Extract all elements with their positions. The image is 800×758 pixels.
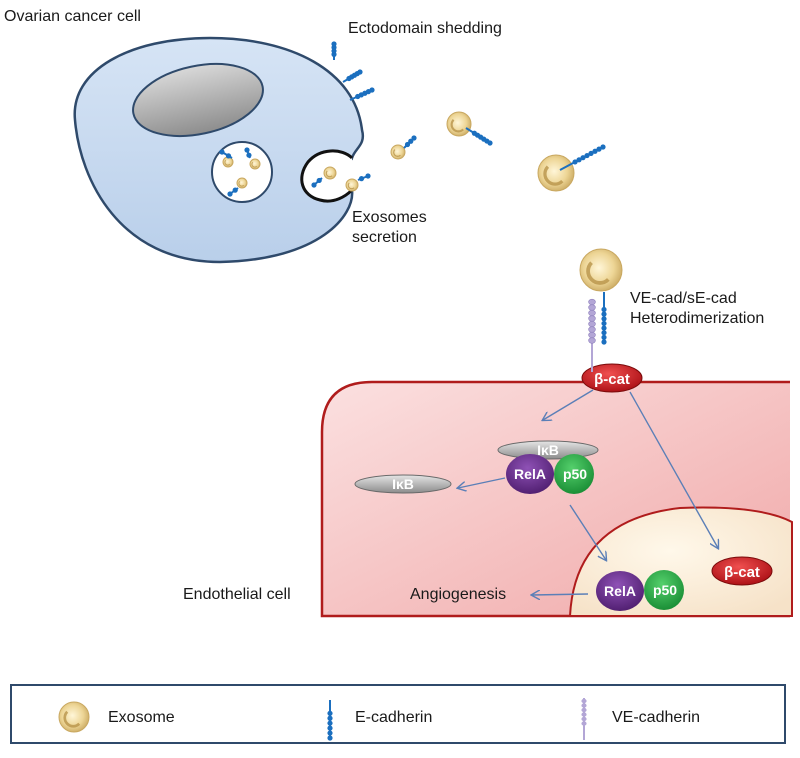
exosome-group <box>222 111 623 292</box>
ectodomain-shedding-label: Ectodomain shedding <box>348 20 502 37</box>
heterodimerization-label-1: VE-cad/sE-cad <box>630 290 737 307</box>
e-cadherin-on-exosome-medium <box>465 127 493 146</box>
e-cadherin-vesicle-2 <box>244 147 252 159</box>
e-cadherin-membrane-3 <box>349 87 375 101</box>
arrow-ikb-release <box>458 477 506 488</box>
e-cadherin-membrane-1 <box>331 41 337 60</box>
beta-cat-label-membrane: β-cat <box>594 371 630 388</box>
legend-icons <box>58 698 587 741</box>
ikb-label-complex: IκB <box>537 442 559 458</box>
exosomes-secretion-label-1: Exosomes <box>352 209 427 226</box>
p50-label-nucleus: p50 <box>653 582 677 598</box>
exosome-pocket-1 <box>323 166 337 180</box>
e-cadherin-pocket-2 <box>357 173 371 182</box>
pathway-arrows <box>458 389 718 595</box>
ovarian-cell-label: Ovarian cancer cell <box>4 8 141 25</box>
angiogenesis-label: Angiogenesis <box>410 586 507 603</box>
exosome-medium <box>446 111 472 137</box>
legend-ve-cadherin-icon <box>581 698 587 740</box>
e-cadherin-membrane-2 <box>342 69 363 83</box>
ikb-label-free: IκB <box>392 476 414 492</box>
rela-label-complex: RelA <box>514 466 546 482</box>
e-cadherin-on-exosome-small <box>403 135 417 149</box>
legend-exosome-label: Exosome <box>108 709 175 726</box>
p50-label-complex: p50 <box>563 466 587 482</box>
e-cadherin-pocket-1 <box>311 177 323 188</box>
exosome-small <box>390 144 406 160</box>
exosome-pocket-2 <box>345 178 359 192</box>
arrow-nfkb-to-nucleus <box>569 504 606 560</box>
exosome-vesicle-3 <box>236 177 248 189</box>
beta-cat-nucleus: β-cat <box>711 556 773 586</box>
ikb-complex: IκB p50 RelA <box>497 440 599 494</box>
exosome-vesicle-2 <box>249 158 261 170</box>
arrow-betacat-to-nucleus <box>629 391 718 548</box>
exosomes-secretion-label-2: secretion <box>352 229 417 246</box>
heterodimerization-label-2: Heterodimerization <box>630 310 765 327</box>
ikb-free: IκB <box>354 474 452 494</box>
ovarian-cancer-cell <box>73 36 365 264</box>
beta-cat-membrane: β-cat <box>581 363 643 393</box>
e-cadherin-vesicle-1 <box>219 149 233 159</box>
endothelial-cell-label: Endothelial cell <box>183 586 291 603</box>
e-cadherin-vesicle-3 <box>227 187 239 197</box>
e-cadherin-on-exosome-large <box>559 144 606 171</box>
legend-ve-cadherin-label: VE-cadherin <box>612 709 701 726</box>
legend <box>10 684 786 744</box>
legend-exosome-icon <box>58 701 90 733</box>
ve-cadherin-receptor <box>588 298 596 372</box>
legend-e-cadherin-icon <box>327 700 333 741</box>
exosome-docking <box>579 248 623 292</box>
nfkb-nucleus: p50 RelA <box>596 570 684 611</box>
rela-label-nucleus: RelA <box>604 583 636 599</box>
arrow-to-angiogenesis <box>532 594 589 595</box>
arrow-betacat-to-ikb <box>543 389 594 420</box>
exosome-large <box>537 154 575 192</box>
beta-cat-label-nucleus: β-cat <box>724 564 760 581</box>
legend-e-cadherin-label: E-cadherin <box>355 709 433 726</box>
e-cadherin-docking <box>601 292 607 345</box>
e-cadherin-group <box>219 41 607 345</box>
